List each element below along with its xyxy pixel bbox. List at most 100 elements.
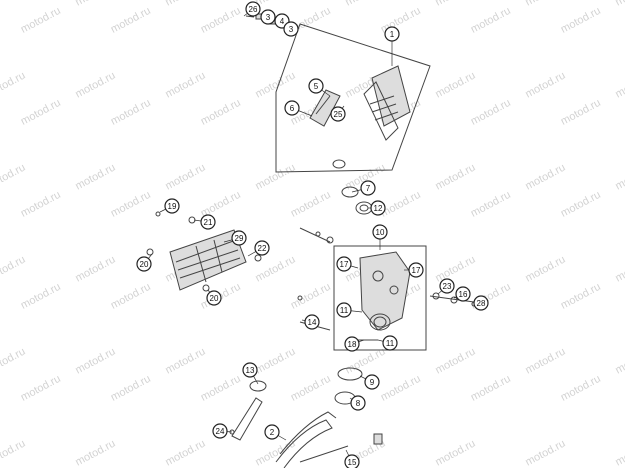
part-callout-11: 11 [382, 335, 398, 351]
watermark-text: motod.ru [0, 346, 27, 377]
watermark-text: motod.ru [253, 254, 297, 285]
callout-circle [455, 286, 471, 302]
watermark-text: motod.ru [199, 5, 243, 36]
watermark-text: motod.ru [559, 281, 603, 312]
watermark-text: motod.ru [469, 5, 513, 36]
watermark-text: motod.ru [289, 373, 333, 404]
callout-circle [304, 314, 320, 330]
watermark-text: motod.ru [613, 254, 625, 285]
callout-circle [206, 290, 222, 306]
callout-label: 22 [258, 244, 267, 253]
callout-circle [344, 336, 360, 352]
watermark-text: motod.ru [253, 70, 297, 101]
part-callout-2: 2 [264, 424, 280, 440]
callout-label: 17 [340, 260, 349, 269]
watermark-text: motod.ru [523, 346, 567, 377]
part-callout-6: 6 [284, 100, 300, 116]
part-callout-7: 7 [360, 180, 376, 196]
watermark-text: motod.ru [73, 162, 117, 193]
part-callout-22: 22 [254, 240, 270, 256]
callout-circle [408, 262, 424, 278]
callout-label: 3 [289, 25, 294, 34]
watermark-text: motod.ru [289, 281, 333, 312]
part-callout-26: 26 [245, 1, 261, 17]
callout-circle [330, 106, 346, 122]
watermark-text: motod.ru [559, 97, 603, 128]
callout-circle [439, 278, 455, 294]
callout-label: 2 [270, 428, 275, 437]
watermark-text: motod.ru [523, 438, 567, 468]
watermark-text: motod.ru [199, 97, 243, 128]
watermark-text: motod.ru [433, 70, 477, 101]
watermark-text: motod.ru [613, 70, 625, 101]
callout-label: 10 [376, 228, 385, 237]
part-callout-25: 25 [330, 106, 346, 122]
callout-circle [473, 295, 489, 311]
watermark-text: motod.ru [523, 254, 567, 285]
callout-circle [360, 180, 376, 196]
callout-label: 15 [348, 458, 357, 467]
watermark-text: motod.ru [613, 162, 625, 193]
callout-label: 21 [204, 218, 213, 227]
watermark-text: motod.ru [559, 5, 603, 36]
part-callout-20: 20 [136, 256, 152, 272]
callout-label: 18 [348, 340, 357, 349]
watermark-text: motod.ru [0, 254, 27, 285]
watermark-text: motod.ru [523, 162, 567, 193]
header-pipe [229, 380, 383, 468]
callout-circle [372, 224, 388, 240]
callout-label: 11 [340, 306, 349, 315]
heat-shield [309, 89, 341, 127]
callout-label: 17 [412, 266, 421, 275]
part-callout-21: 21 [200, 214, 216, 230]
part-callout-9: 9 [364, 374, 380, 390]
watermark-text: motod.ru [433, 438, 477, 468]
watermark-text: motod.ru [109, 97, 153, 128]
callout-circle [260, 9, 276, 25]
manifold-body [297, 227, 477, 341]
callout-label: 28 [477, 299, 486, 308]
part-callout-5: 5 [308, 78, 324, 94]
callout-label: 1 [390, 30, 395, 39]
callout-circle [231, 230, 247, 246]
part-callout-3: 3 [283, 21, 299, 37]
watermark-text: motod.ru [73, 346, 117, 377]
callout-circle [384, 26, 400, 42]
watermark-text: motod.ru [109, 281, 153, 312]
watermark-text: motod.ru [0, 0, 27, 9]
part-callout-11: 11 [336, 302, 352, 318]
callout-label: 12 [374, 204, 383, 213]
watermark-text: motod.ru [379, 373, 423, 404]
silencer-body [332, 65, 411, 169]
watermark-text: motod.ru [73, 254, 117, 285]
callout-circle [308, 78, 324, 94]
watermark-text: motod.ru [469, 189, 513, 220]
callout-circle [344, 454, 360, 468]
watermark-text: motod.ru [73, 0, 117, 9]
watermark-text: motod.ru [19, 97, 63, 128]
callout-label: 19 [168, 202, 177, 211]
watermark-text: motod.ru [0, 162, 27, 193]
part-callout-15: 15 [344, 454, 360, 468]
part-callout-28: 28 [473, 295, 489, 311]
callout-label: 4 [280, 17, 285, 26]
callout-label: 6 [290, 104, 295, 113]
watermark-text: motod.ru [379, 189, 423, 220]
callout-label: 3 [266, 13, 271, 22]
watermark-text: motod.ru [253, 438, 297, 468]
watermark-text: motod.ru [163, 438, 207, 468]
watermark-text: motod.ru [433, 254, 477, 285]
watermark-text: motod.ru [523, 0, 567, 9]
part-callout-19: 19 [164, 198, 180, 214]
watermark-text: motod.ru [0, 70, 27, 101]
watermark-text: motod.ru [523, 70, 567, 101]
callout-circle [284, 100, 300, 116]
callout-label: 13 [246, 366, 255, 375]
watermark-text: motod.ru [469, 97, 513, 128]
part-callout-29: 29 [231, 230, 247, 246]
watermark-text: motod.ru [613, 438, 625, 468]
callout-circle [164, 198, 180, 214]
